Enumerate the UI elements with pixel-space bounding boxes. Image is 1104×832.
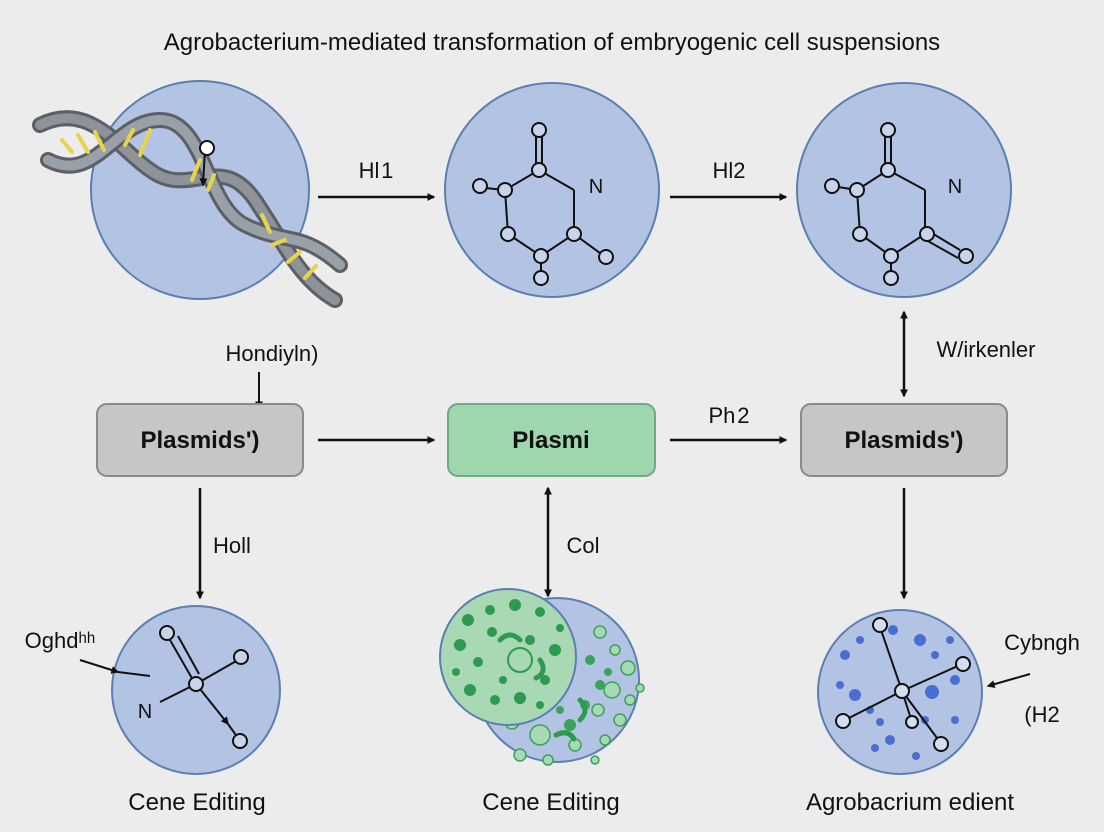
caption-bottom-center: Cene Editing	[482, 789, 619, 816]
molecule-atom-label: N	[138, 701, 152, 723]
dot-network-icon	[835, 617, 971, 760]
caption-bottom-right: Agrobacrium edient	[806, 789, 1014, 816]
cell-cluster-icon	[439, 588, 645, 766]
plasmids-box-right: Plasmids')	[800, 403, 1008, 477]
edge-label-h1: Hl 1	[359, 158, 394, 183]
molecule-node-1: N	[444, 82, 660, 298]
diagram-title: Agrobacterium-mediated transformation of…	[164, 29, 940, 56]
pointer-arrow-bottom-left	[79, 659, 120, 674]
side-label-cybngh: Cybngh	[1004, 630, 1080, 655]
molecule-atom-label: N	[589, 176, 603, 198]
gene-editing-node-left: N	[111, 605, 281, 775]
pointer-arrow-bottom-right	[986, 673, 1031, 689]
side-label-h2: (H2	[1024, 702, 1059, 727]
pointer-line-bottom-left	[117, 671, 151, 677]
plasmi-box-center: Plasmi	[447, 403, 656, 477]
agrobacterium-node	[817, 609, 983, 775]
molecule-node-2: N	[796, 82, 1012, 298]
edge-label-right-vertical: W/irkenler	[936, 337, 1035, 362]
cell-cluster-node	[439, 588, 645, 766]
edge-label-h2: Hl2	[712, 158, 745, 183]
dna-helix-icon	[32, 110, 348, 308]
side-label-bottom-left: Oghdʰʰ	[25, 628, 96, 653]
molecule-atom-label: N	[948, 176, 962, 198]
plasmids-box-left: Plasmids')	[96, 403, 304, 477]
box-label-center: Plasmi	[512, 427, 589, 454]
box-label-left: Plasmids')	[140, 427, 259, 454]
dna-helix-node	[32, 80, 348, 308]
edge-label-holl: Holl	[213, 533, 251, 558]
edge-label-col: Col	[566, 533, 599, 558]
edge-label-ph2: Ph 2	[709, 403, 750, 428]
box-label-right: Plasmids')	[844, 427, 963, 454]
caption-bottom-left: Cene Editing	[128, 789, 265, 816]
edge-label-dna-down: Hondiyln)	[226, 341, 319, 366]
